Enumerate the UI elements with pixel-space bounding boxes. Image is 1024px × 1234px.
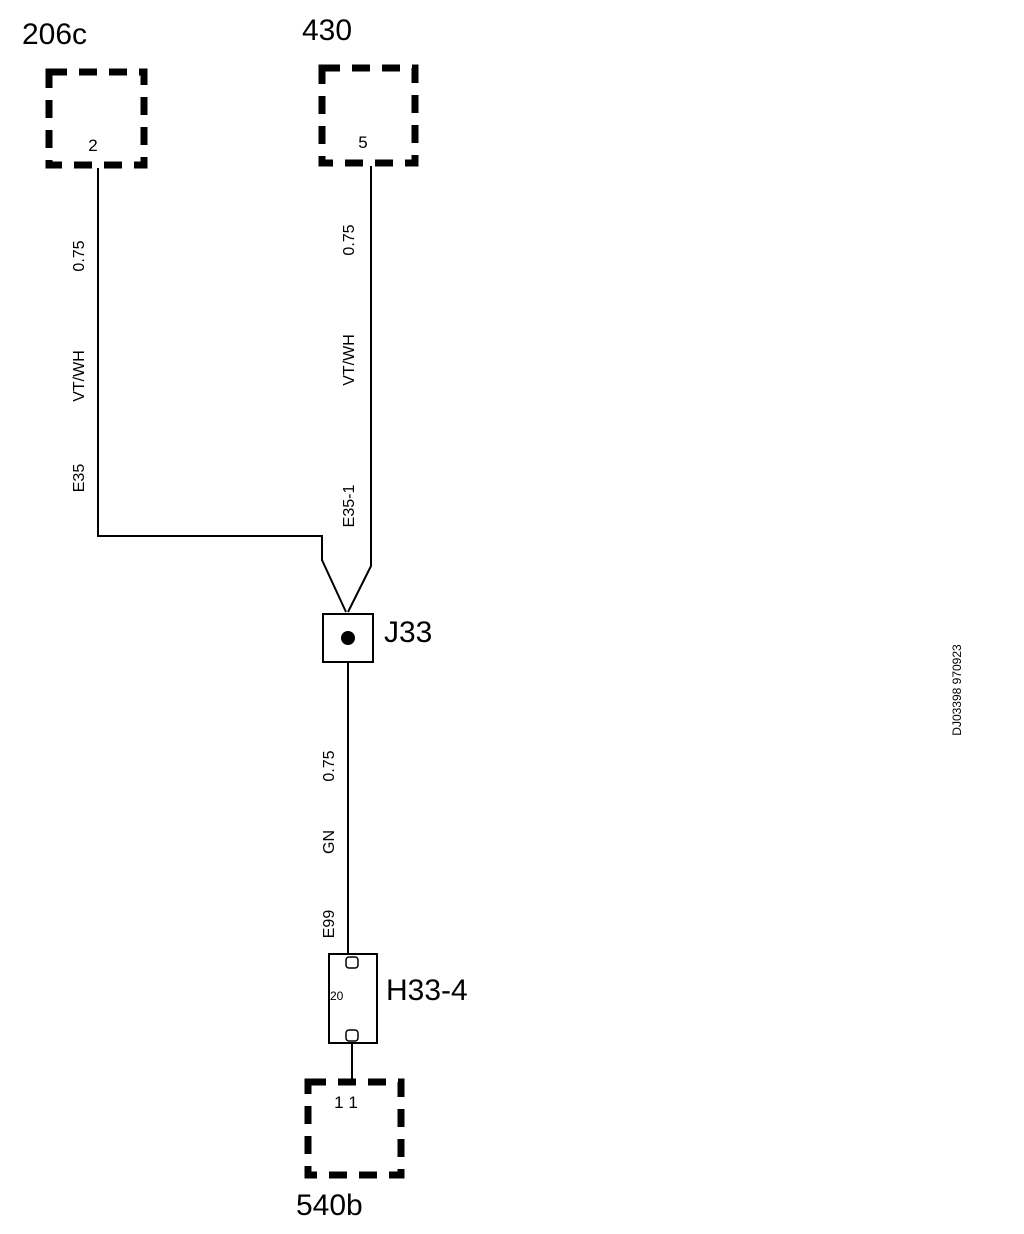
connector-206c-label: 206c [22,18,87,51]
fuse-h33-4-pin: 20 [330,989,344,1003]
connector-430-box [318,64,419,167]
connector-206c-box [45,68,148,169]
wire-e35-color: VT/WH [71,350,88,402]
wire-e99-size: 0.75 [321,750,338,781]
connector-540b: 1 1 540b [296,1078,405,1222]
fuse-h33-4-box [328,953,378,1044]
wire-e35-1-color: VT/WH [341,334,358,386]
connector-206c-pin: 2 [88,136,97,155]
reference-code: DJ03398 970923 [950,644,964,736]
connector-430-pin: 5 [358,133,367,152]
fuse-top-terminal [345,956,359,969]
connector-430-label: 430 [302,14,352,47]
wire-e35-1 [347,166,372,613]
wire-e99-id: E99 [321,910,338,939]
wire-e99-color: GN [321,830,338,854]
wire-e35-1-size: 0.75 [341,224,358,255]
wire-e35-size: 0.75 [71,240,88,271]
fuse-h33-4-label: H33-4 [386,974,468,1007]
wire-e35-1-id: E35-1 [341,485,358,528]
connector-540b-box [304,1078,405,1179]
splice-dot [341,631,355,645]
connector-540b-pin: 1 1 [334,1093,358,1112]
connector-206c: 206c 2 [22,18,148,169]
wire-e35-id: E35 [71,464,88,493]
fuse-bottom-terminal [345,1029,359,1042]
connector-540b-label: 540b [296,1189,363,1222]
splice-j33-label: J33 [384,616,432,649]
splice-j33: J33 [322,613,432,663]
fuse-h33-4: 20 H33-4 [328,953,468,1044]
wire-e35 [97,168,347,613]
connector-430: 430 5 [302,14,419,167]
